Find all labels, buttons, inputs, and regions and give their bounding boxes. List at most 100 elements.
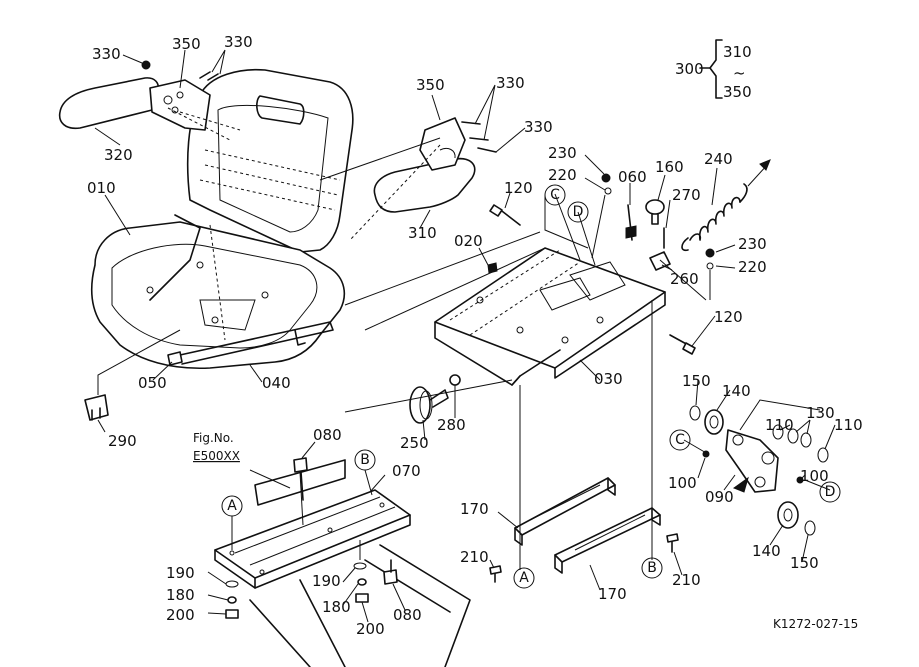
callout-220: 220 (548, 166, 577, 184)
callout-180: 180 (166, 586, 195, 604)
pin-050 (167, 351, 183, 366)
callout-280: 280 (437, 416, 466, 434)
callout-150: 150 (682, 372, 711, 390)
mount-plate-070 (214, 459, 471, 667)
callout-130: 130 (806, 404, 835, 422)
bolt-080-lower (383, 559, 398, 585)
callout-170: 170 (460, 500, 489, 518)
pin-270 (649, 227, 671, 271)
roller-bracket-090 (689, 399, 829, 536)
callout-030: 030 (594, 370, 623, 388)
group-ref-main: 300 (675, 60, 704, 78)
callout-320: 320 (104, 146, 133, 164)
svg-text:B: B (647, 560, 657, 576)
group-ref-to: 350 (723, 83, 752, 101)
callout-250: 250 (400, 434, 429, 452)
bolt-210-left (489, 565, 502, 583)
group-ref-tilde: ~ (733, 64, 746, 82)
callout-100: 100 (668, 474, 697, 492)
marker-A-1: A (221, 495, 243, 517)
callout-120: 120 (714, 308, 743, 326)
callout-330: 330 (496, 74, 525, 92)
armrest-310 (319, 117, 497, 241)
callout-290: 290 (108, 432, 137, 450)
callout-110: 110 (834, 416, 863, 434)
callout-330: 330 (92, 45, 121, 63)
callout-010: 010 (87, 179, 116, 197)
callout-210: 210 (672, 571, 701, 589)
callout-110: 110 (765, 416, 794, 434)
callout-330: 330 (524, 118, 553, 136)
callout-labels: 330 350 330 320 010 050 040 290 350 330 … (87, 33, 863, 638)
callout-310: 310 (408, 224, 437, 242)
fasteners-middle (353, 540, 369, 603)
callout-230: 230 (548, 144, 577, 162)
fasteners-left (225, 580, 239, 619)
callout-180: 180 (322, 598, 351, 616)
callout-240: 240 (704, 150, 733, 168)
group-brace (699, 39, 723, 99)
callout-140: 140 (752, 542, 781, 560)
callout-090: 090 (705, 488, 734, 506)
figure-no-label: Fig.No. (193, 431, 234, 445)
callout-260: 260 (670, 270, 699, 288)
nut-230-lower (705, 248, 715, 258)
callout-020: 020 (454, 232, 483, 250)
callout-100: 100 (800, 467, 829, 485)
callout-330: 330 (224, 33, 253, 51)
marker-B-2: B (641, 557, 663, 579)
callout-190: 190 (312, 572, 341, 590)
bolt-210-right (666, 533, 679, 553)
callout-120: 120 (504, 179, 533, 197)
figure-no-value: E500XX (193, 449, 240, 463)
callout-140: 140 (722, 382, 751, 400)
knob-160 (645, 199, 665, 225)
callout-200: 200 (166, 606, 195, 624)
callout-210: 210 (460, 548, 489, 566)
callout-040: 040 (262, 374, 291, 392)
base-plate-030 (344, 231, 666, 386)
svg-text:C: C (550, 187, 560, 203)
marker-C-2: C (669, 429, 691, 451)
rail-170-upper (514, 477, 616, 546)
armrest-320 (58, 60, 241, 141)
svg-text:D: D (573, 204, 584, 220)
callout-170: 170 (598, 585, 627, 603)
callout-230: 230 (738, 235, 767, 253)
callout-270: 270 (672, 186, 701, 204)
nut-230-upper (601, 173, 611, 183)
svg-text:C: C (675, 432, 685, 448)
spring-240 (681, 159, 771, 252)
callout-350: 350 (172, 35, 201, 53)
callout-220: 220 (738, 258, 767, 276)
group-ref-from: 310 (723, 43, 752, 61)
callout-080: 080 (313, 426, 342, 444)
callout-190: 190 (166, 564, 195, 582)
drawing-code: K1272-027-15 (773, 617, 858, 631)
svg-text:A: A (519, 570, 529, 586)
callout-160: 160 (655, 158, 684, 176)
knob-250 (344, 374, 513, 424)
marker-D-2: D (819, 481, 841, 503)
callout-060: 060 (618, 168, 647, 186)
callout-050: 050 (138, 374, 167, 392)
svg-text:B: B (360, 452, 370, 468)
callout-350: 350 (416, 76, 445, 94)
svg-text:A: A (227, 498, 237, 514)
washer-220-upper (604, 187, 612, 195)
marker-A-2: A (513, 567, 535, 589)
bolt-020 (487, 262, 498, 274)
callout-080: 080 (393, 606, 422, 624)
leader-lines (94, 49, 836, 623)
callout-150: 150 (790, 554, 819, 572)
callout-200: 200 (356, 620, 385, 638)
marker-B-1: B (354, 449, 376, 471)
washer-220-lower (706, 262, 714, 270)
seat-010 (90, 68, 354, 370)
rail-170-lower (554, 507, 661, 574)
lever-060 (625, 204, 637, 241)
switch-290 (84, 329, 181, 421)
marker-C-1: C (544, 184, 566, 206)
